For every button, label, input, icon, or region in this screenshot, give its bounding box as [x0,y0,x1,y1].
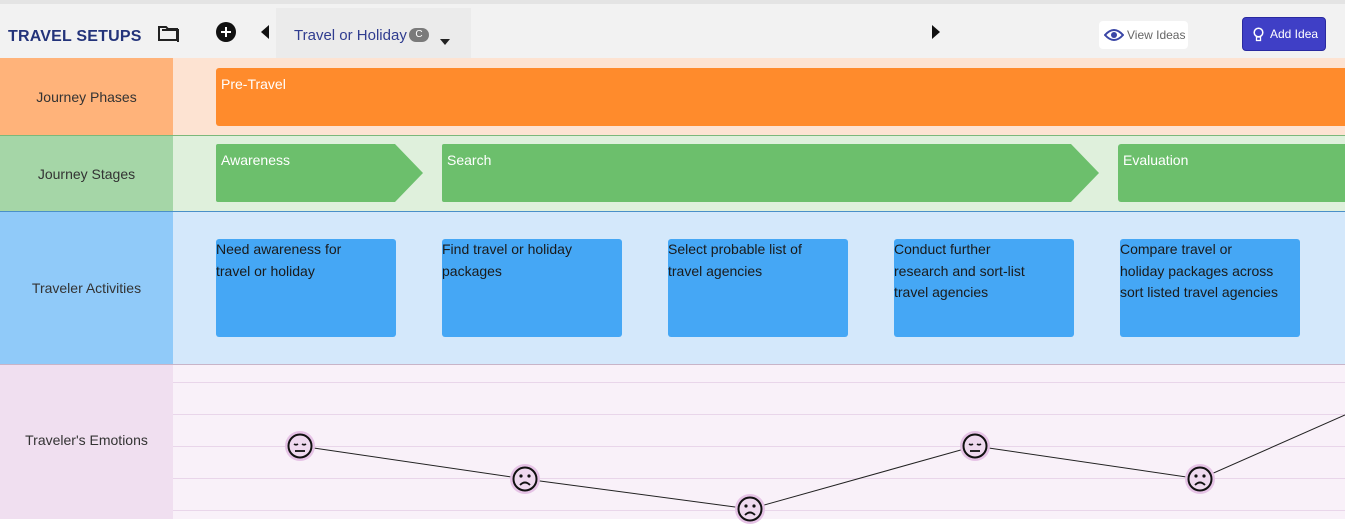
phase-label: Pre-Travel [221,76,286,92]
activity-text: Select probable list of travel agencies [668,241,802,279]
row-label-travelers-emotions: Traveler's Emotions [0,365,173,519]
sad-face-icon[interactable] [735,494,765,524]
stage-evaluation[interactable]: Evaluation [1118,144,1345,202]
neutral-face-icon[interactable] [285,431,315,461]
row-divider [0,135,1345,136]
activity-card[interactable]: Compare travel or holiday packages acros… [1120,239,1300,337]
row-label-traveler-activities: Traveler Activities [0,212,173,364]
chevron-down-icon[interactable] [440,32,450,50]
sad-face-icon[interactable] [1185,464,1215,494]
grid-line [173,382,1345,383]
lightbulb-icon [1253,26,1264,42]
app-title: TRAVEL SETUPS [8,28,142,45]
stage-label: Awareness [221,152,291,168]
grid-line [173,478,1345,479]
tab-badge: C [409,28,429,42]
activity-card[interactable]: Find travel or holiday packages [442,239,622,337]
activity-text: Conduct further research and sort-list t… [894,241,1025,300]
scroll-left-icon[interactable] [258,23,272,41]
row-label-text: Traveler's Emotions [25,432,148,448]
stage-label: Evaluation [1123,152,1189,168]
activity-card[interactable]: Need awareness for travel or holiday [216,239,396,337]
stage-search[interactable]: Search [442,144,1099,202]
grid-line [173,414,1345,415]
emotions-row [173,365,1345,519]
activity-text: Need awareness for travel or holiday [216,241,342,279]
tab-label: Travel or Holiday [294,27,407,44]
activity-card[interactable]: Select probable list of travel agencies [668,239,848,337]
row-label-text: Journey Stages [37,165,136,182]
scroll-right-icon[interactable] [929,23,943,41]
tab-travel-or-holiday[interactable]: Travel or Holiday C [276,8,471,58]
row-label-text: Traveler Activities [31,280,142,296]
row-label-journey-phases: Journey Phases [0,58,173,135]
activity-text: Compare travel or holiday packages acros… [1120,241,1278,300]
add-idea-button[interactable]: Add Idea [1242,17,1326,51]
row-label-text: Journey Phases [36,88,137,105]
phase-bar[interactable]: Pre-Travel [216,68,1345,126]
grid-line [173,446,1345,447]
sad-face-icon[interactable] [510,464,540,494]
neutral-face-icon[interactable] [960,431,990,461]
activity-text: Find travel or holiday packages [442,241,572,279]
row-divider [0,211,1345,212]
emotion-curve [299,414,1345,510]
stage-label: Search [447,152,492,168]
view-ideas-button[interactable]: View Ideas [1099,21,1188,49]
folder-icon[interactable] [156,20,182,46]
add-idea-label: Add Idea [1270,27,1319,41]
plus-circle-icon[interactable] [214,20,238,44]
activity-card[interactable]: Conduct further research and sort-list t… [894,239,1074,337]
stage-awareness[interactable]: Awareness [216,144,423,202]
eye-icon [1104,28,1124,42]
row-label-journey-stages: Journey Stages [0,136,173,211]
view-ideas-label: View Ideas [1127,28,1186,42]
top-toolbar: TRAVEL SETUPS Travel or Holiday C [0,0,1345,58]
row-divider [0,364,1345,365]
